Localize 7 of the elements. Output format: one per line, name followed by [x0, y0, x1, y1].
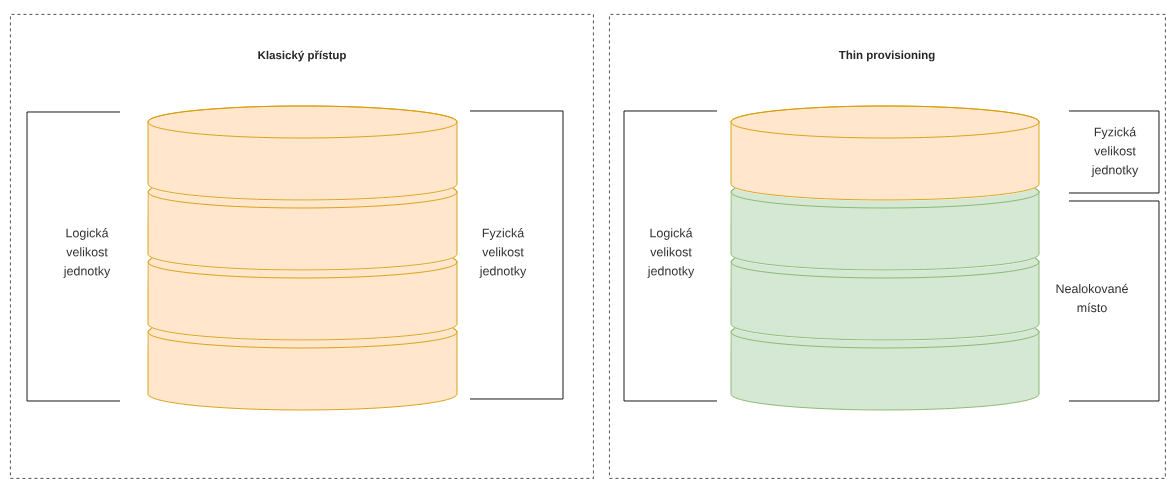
bracket-label: Logická velikost jednotky — [63, 228, 111, 278]
bracket-label: Fyzická velikost jednotky — [479, 228, 527, 278]
bracket-label: Fyzická velikost jednotky — [1091, 127, 1139, 177]
cylinder — [730, 105, 1040, 201]
bracket-label: Logická velikost jednotky — [647, 228, 695, 278]
cylinder — [147, 105, 458, 201]
bracket-label: Nealokované místo — [1056, 283, 1128, 313]
